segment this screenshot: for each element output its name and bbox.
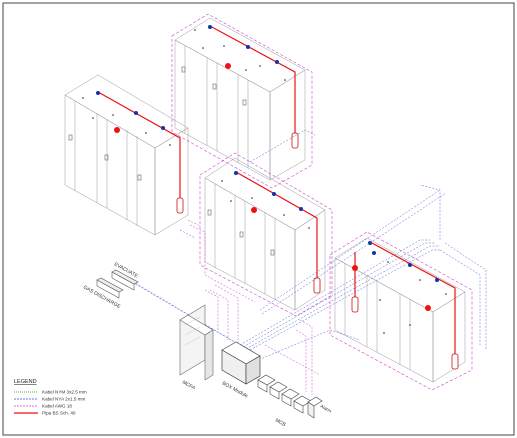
cabinet-group-2 [64,74,189,236]
discharge-nozzle-icon [372,251,376,255]
detector-marks [379,261,447,334]
magenta-boundary-4 [329,231,473,391]
smoke-detector-icon [114,127,120,133]
legend-item-nym: Kabel NYM 3x2.5 mm [14,390,87,395]
legend-label: Kabel NYA 2x1.5 mm [42,397,85,402]
discharge-nozzle-icon [134,111,138,115]
cabinet-group-4 [334,237,466,383]
box-module: BOX Module [221,341,261,400]
discharge-nozzle-icon [299,207,303,211]
gas-cylinder-4a [351,296,359,313]
evacuate-sign: EVACUATE [111,262,139,291]
smoke-detector-icon [225,63,231,69]
legend: LEGEND Kabel NYM 3x2.5 mm Kabel NYA 2x1.… [14,379,87,416]
legend-item-pipe: Pipa BS Sch. 40 [14,411,76,416]
discharge-nozzle-icon [275,60,279,64]
manual-callpoint-icons [207,209,275,256]
discharge-nozzle-icon [161,126,165,130]
gas-cylinder-2 [176,197,184,214]
magenta-boundary-1 [171,13,313,189]
detector-marks [194,29,286,81]
gas-cylinder-4b [451,353,459,370]
fire-pipe-3 [235,171,318,280]
discharge-nozzle-icon [96,91,100,95]
legend-item-nya: Kabel NYA 2x1.5 mm [14,397,85,402]
cable-runs-magenta [187,219,321,395]
fire-pipe-1 [209,25,296,135]
discharge-nozzle-icon [246,45,250,49]
mcb-label: MCB [274,418,287,429]
discharge-nozzle-icon [234,171,238,175]
legend-label: Kabel AWG 18 [42,404,72,409]
fire-pipe-2 [97,91,181,200]
legend-item-awg: Kabel AWG 18 [14,404,72,409]
manual-callpoint-icons [181,66,247,106]
alarm-label: Alarm [320,404,333,414]
alarm-bell: Alarm [307,396,333,419]
cabinet-group-1 [174,17,306,181]
cable-runs-blue [129,129,487,366]
smoke-detector-icon [251,207,257,213]
detector-marks [221,180,310,229]
gas-cylinder-3 [313,277,321,294]
discharge-nozzle-icon [435,278,439,282]
server-room-1 [171,13,313,189]
server-room-2 [64,74,189,236]
server-room-3 [199,152,333,317]
mcfa-panel: MCFA [179,304,214,392]
legend-label: Pipa BS Sch. 40 [42,411,76,416]
discharge-nozzle-icon [368,241,372,245]
mcfa-label: MCFA [181,380,197,392]
smoke-detector-icon [352,265,358,271]
discharge-nozzle-icon [408,263,412,267]
gas-discharge-sign: GAS DISCHARGE [82,277,124,310]
legend-title: LEGEND [14,379,37,385]
magenta-boundary-3 [199,152,333,317]
mcb-breakers [257,374,312,414]
cabinet-group-3 [204,157,326,311]
smoke-detector-icon [425,305,431,311]
discharge-nozzle-icon [272,192,276,196]
detector-marks [82,97,171,146]
fire-pipe-4b [369,241,456,356]
legend-label: Kabel NYM 3x2.5 mm [42,390,87,395]
server-room-4 [329,231,473,391]
manual-callpoint-icons [68,134,142,181]
discharge-nozzle-icon [208,25,212,29]
gas-cylinder-1 [291,132,299,149]
